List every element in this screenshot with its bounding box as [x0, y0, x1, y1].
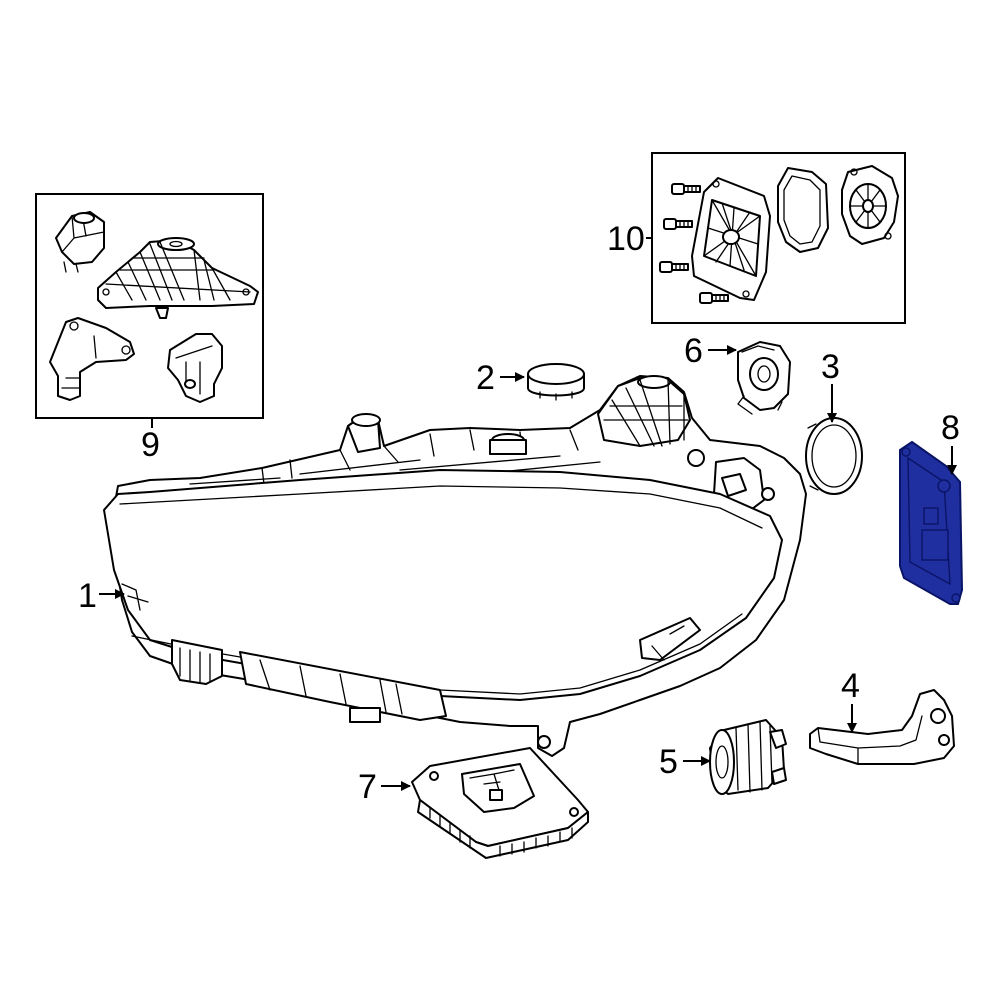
- callout-4-label: 4: [841, 667, 860, 705]
- callout-2-label: 2: [476, 359, 495, 397]
- part-10-screw-2: [663, 218, 693, 230]
- callout-9: 9: [141, 418, 160, 464]
- callout-7-label: 7: [358, 768, 377, 806]
- part-9-reflector: [97, 237, 259, 319]
- part-6-bulb-socket[interactable]: [737, 341, 791, 415]
- part-2-cap[interactable]: [527, 363, 585, 401]
- callout-5-label: 5: [659, 743, 678, 781]
- part-10-fan: [841, 165, 899, 245]
- callout-5: 5: [659, 743, 711, 781]
- part-1-headlamp[interactable]: [103, 375, 807, 757]
- callout-2: 2: [476, 359, 525, 397]
- part-10-screw-4: [699, 292, 729, 304]
- callout-4: 4: [841, 667, 860, 733]
- callout-layer: 1 2 3 4 5 6 7 8 9 10: [78, 220, 960, 806]
- callout-6-label: 6: [684, 332, 703, 370]
- callout-1: 1: [78, 577, 125, 615]
- callout-8: 8: [941, 409, 960, 475]
- part-4-bracket[interactable]: [809, 689, 955, 765]
- part-9-clip: [167, 333, 223, 403]
- callout-7: 7: [358, 768, 411, 806]
- callout-1-label: 1: [78, 577, 97, 615]
- part-8-control-module[interactable]: [899, 440, 964, 605]
- part-9-inset[interactable]: [35, 193, 264, 419]
- part-10-screw-1: [671, 183, 701, 195]
- part-10-seal: [777, 167, 829, 253]
- part-9-bracket-a: [55, 211, 105, 273]
- part-10-screw-3: [659, 261, 689, 273]
- part-10-inset[interactable]: [651, 152, 906, 324]
- part-7-ballast[interactable]: [411, 747, 589, 859]
- callout-10-label: 10: [607, 220, 645, 258]
- callout-8-label: 8: [941, 409, 960, 447]
- callout-6: 6: [684, 332, 737, 370]
- part-5-bulb[interactable]: [709, 719, 787, 795]
- callout-10: 10: [607, 220, 652, 258]
- callout-9-label: 9: [141, 426, 160, 464]
- part-9-bracket-b: [49, 317, 135, 401]
- callout-3-label: 3: [821, 348, 840, 386]
- part-10-cover: [691, 177, 771, 301]
- part-3-ring[interactable]: [805, 417, 863, 495]
- callout-3: 3: [821, 348, 840, 423]
